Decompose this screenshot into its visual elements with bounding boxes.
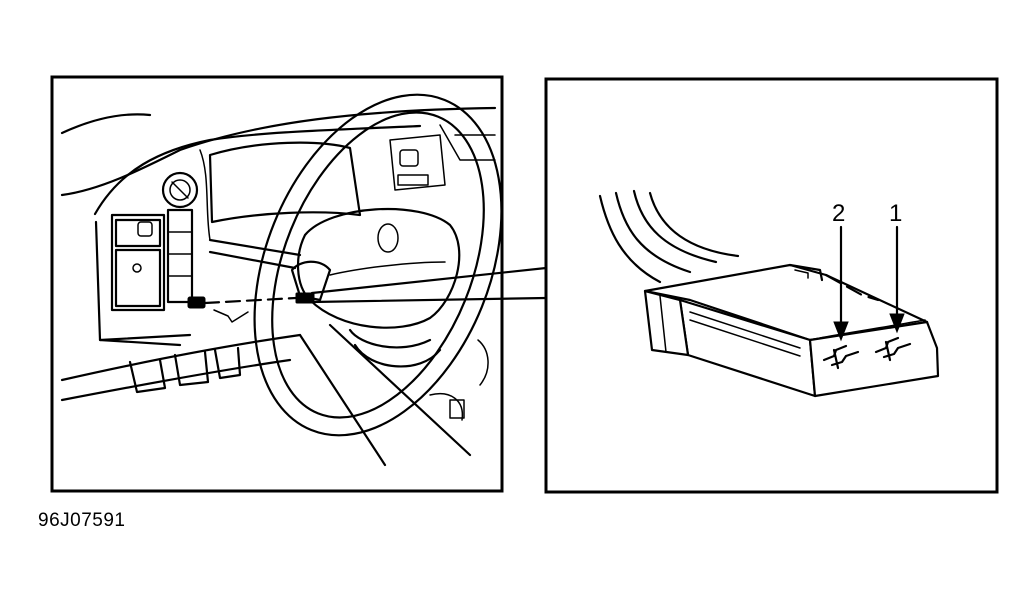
switch-column [166, 208, 194, 304]
terminal-1 [874, 336, 912, 362]
pedals [128, 346, 242, 394]
terminal-1-label: 1 [889, 200, 902, 227]
dash-knob [161, 171, 199, 209]
steering-wheel [208, 93, 503, 437]
callout-leader-lines [310, 266, 548, 304]
dashboard-outline [60, 106, 497, 402]
connector-wires [598, 189, 740, 284]
connector-body [643, 263, 940, 398]
connector-location-marker [187, 292, 315, 323]
terminal-2-label: 2 [832, 200, 845, 227]
terminal-pointers [833, 225, 905, 342]
dashboard-view-panel [50, 75, 504, 493]
terminal-2 [822, 344, 860, 370]
connector-panel-frame [544, 77, 999, 494]
connector-terminals [822, 336, 912, 370]
dashboard-panel-frame [50, 75, 504, 493]
connector-detail-panel: 2 1 [544, 77, 999, 494]
instrument-cluster [208, 134, 446, 224]
figure-id-label: 96J07591 [38, 510, 126, 531]
switch-panel [110, 213, 166, 312]
steering-column [298, 323, 489, 467]
